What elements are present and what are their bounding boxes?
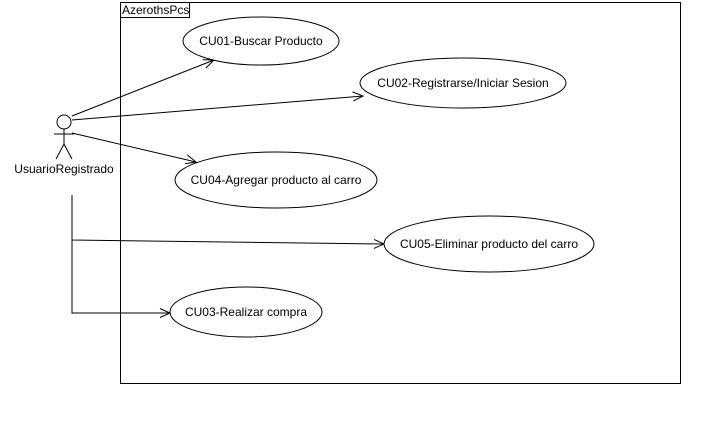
use-case-ellipse [174,151,378,209]
use-case-label: CU05-Eliminar producto del carro [400,237,578,251]
use-case-ellipse [383,215,595,273]
actor[interactable]: UsuarioRegistrado [14,114,114,176]
association-line [71,59,215,117]
associations [71,59,386,318]
use-case-label: CU04-Agregar producto al carro [191,173,362,187]
association-line [71,132,197,163]
association-actor-cu02[interactable] [71,91,365,121]
arrowhead-icon [352,91,365,102]
actor-label: UsuarioRegistrado [14,162,114,176]
association-line [71,95,364,121]
system-name-label: AzerothsPcs [122,3,189,17]
use-case-label: CU03-Realizar compra [185,305,307,319]
arrowhead-icon [185,154,198,165]
use-case-cu05[interactable]: CU05-Eliminar producto del carro [383,215,595,273]
use-case-cu02[interactable]: CU02-Registrarse/Iniciar Sesion [359,57,567,109]
use-case-label: CU02-Registrarse/Iniciar Sesion [377,76,548,90]
association-line [71,195,170,314]
stick-figure-icon [54,114,74,160]
use-case-cu01[interactable]: CU01-Buscar Producto [182,16,340,66]
system-name-tab [120,2,190,18]
use-case-ellipse [359,57,567,109]
use-case-ellipse [182,16,340,66]
use-case-cu04[interactable]: CU04-Agregar producto al carro [174,151,378,209]
association-actor-cu04[interactable] [71,132,198,165]
use-case-cu03[interactable]: CU03-Realizar compra [169,286,323,338]
use-case-ellipse [169,286,323,338]
use-case-label: CU01-Buscar Producto [199,34,323,48]
